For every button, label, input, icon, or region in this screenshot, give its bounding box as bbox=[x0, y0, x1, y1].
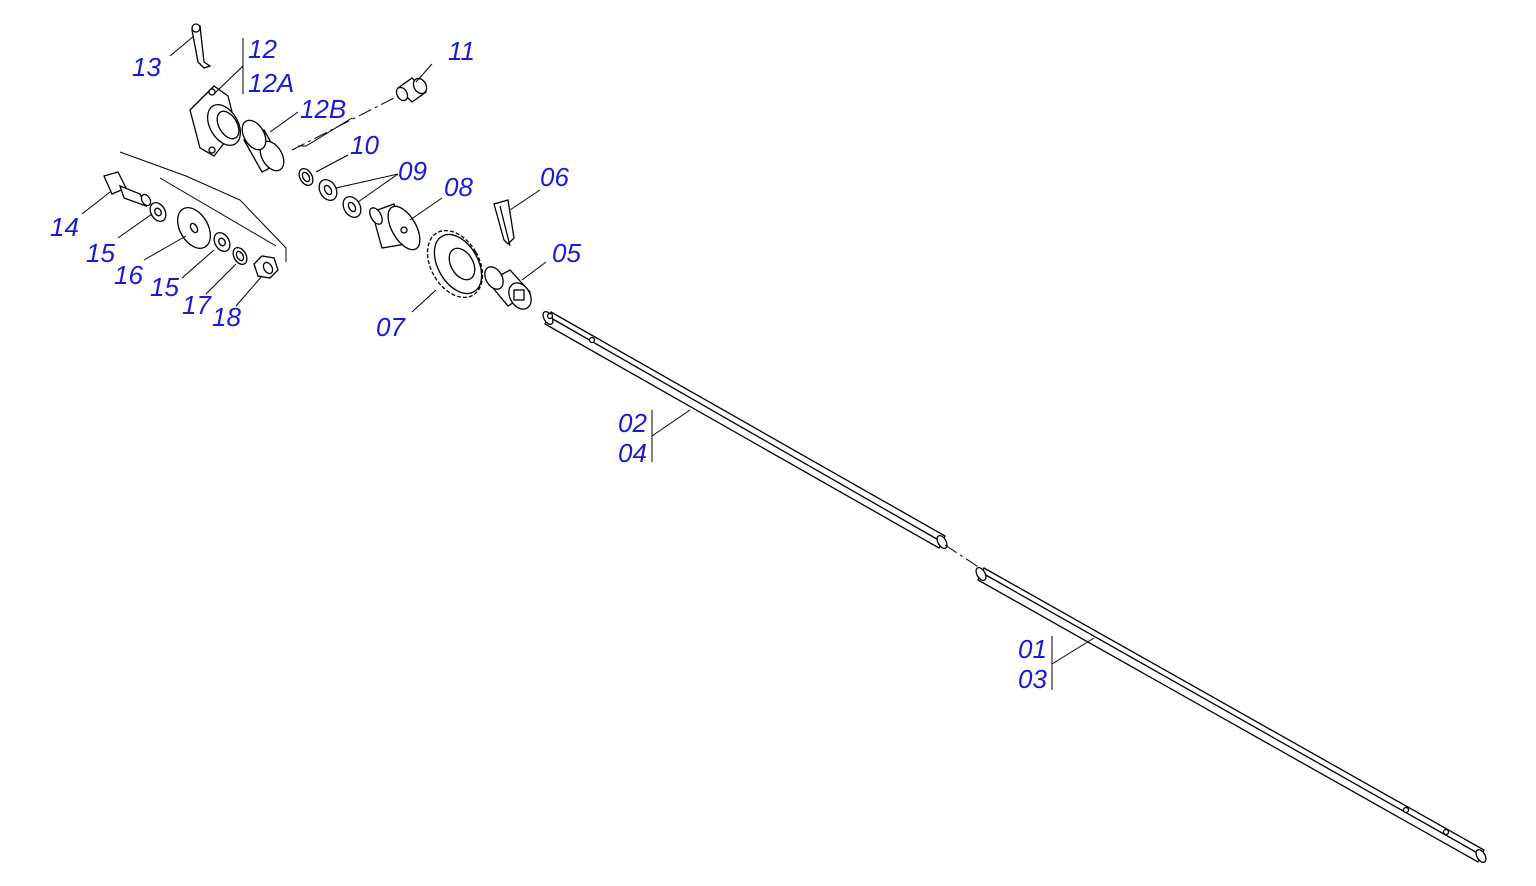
callout-04: 04 bbox=[618, 438, 647, 468]
callout-15a: 15 bbox=[86, 238, 115, 268]
bolt-axis-bracket bbox=[119, 151, 287, 262]
callout-10: 10 bbox=[350, 130, 379, 160]
callout-03: 03 bbox=[1018, 664, 1047, 694]
washer-15a bbox=[149, 202, 167, 222]
nut-18 bbox=[253, 255, 279, 279]
hub-05 bbox=[484, 266, 532, 310]
callout-05: 05 bbox=[552, 238, 581, 268]
washer-09a bbox=[318, 179, 338, 201]
callout-12: 12 bbox=[248, 34, 277, 64]
callout-15b: 15 bbox=[150, 272, 179, 302]
callout-12a: 12A bbox=[248, 68, 295, 98]
callout-07: 07 bbox=[376, 312, 405, 342]
bushing-08 bbox=[369, 203, 421, 251]
center-axis-gap bbox=[944, 544, 981, 569]
callout-11: 11 bbox=[448, 36, 475, 66]
flange-bearing-12 bbox=[189, 85, 242, 157]
callout-14: 14 bbox=[50, 212, 79, 242]
callout-12b: 12B bbox=[300, 94, 347, 124]
callout-13: 13 bbox=[132, 52, 161, 82]
shaft-02-04 bbox=[542, 310, 948, 550]
cotter-pin-06 bbox=[493, 199, 515, 247]
sleeve-12b bbox=[241, 119, 285, 173]
washer-09b bbox=[342, 196, 362, 218]
washer-10 bbox=[298, 167, 314, 187]
callout-08: 08 bbox=[444, 172, 473, 202]
washer-15b bbox=[213, 232, 231, 252]
bolt-14 bbox=[103, 171, 152, 208]
callout-17: 17 bbox=[182, 290, 211, 320]
cotter-pin-13 bbox=[191, 23, 212, 69]
center-axis-top bbox=[291, 95, 399, 151]
callout-02: 02 bbox=[618, 408, 647, 438]
sprocket-07 bbox=[426, 229, 484, 299]
leader-lines bbox=[81, 35, 1095, 690]
spring-washer-17 bbox=[232, 246, 248, 266]
callout-18: 18 bbox=[212, 302, 241, 332]
shaft-01-03 bbox=[975, 566, 1487, 864]
callout-01: 01 bbox=[1018, 634, 1047, 664]
callout-06: 06 bbox=[540, 162, 569, 192]
fitting-11 bbox=[395, 77, 428, 103]
washer-16 bbox=[176, 207, 212, 249]
callout-16: 16 bbox=[114, 260, 143, 290]
callout-09: 09 bbox=[398, 156, 427, 186]
